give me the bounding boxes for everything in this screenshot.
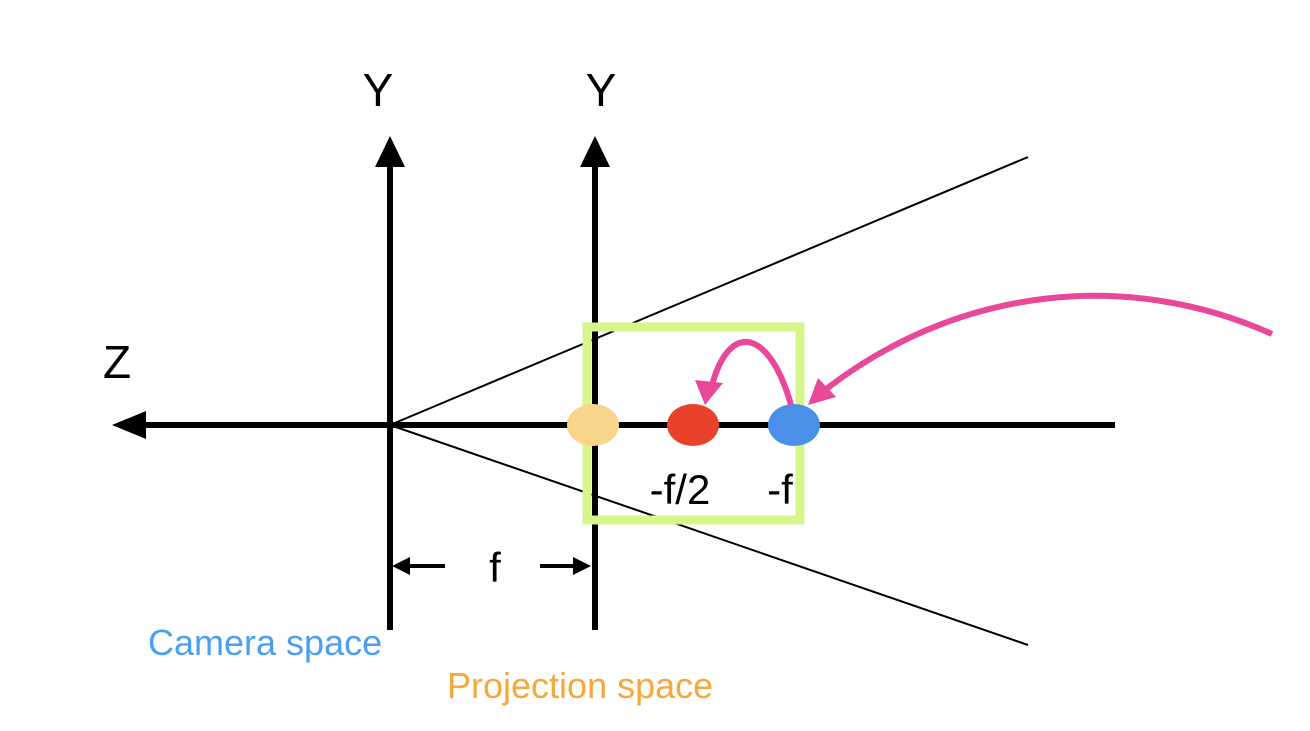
z-axis-label: Z [103, 336, 131, 388]
curved-mapping-arrow [709, 338, 794, 406]
projection-plane-point [567, 404, 619, 446]
projection-y-axis-label: Y [586, 64, 617, 116]
half-focal-point [667, 404, 719, 446]
curved-mapping-arrowhead [695, 380, 723, 405]
frustum-lower-line [389, 424, 1029, 646]
z-axis-arrowhead [112, 411, 146, 439]
focal-length-right-arrowhead [573, 557, 591, 575]
camera-space-label: Camera space [148, 622, 382, 663]
focal-length-left-arrowhead [392, 557, 410, 575]
projection-y-axis-arrowhead [580, 136, 610, 167]
focal-point [768, 404, 820, 446]
projection-space-label: Projection space [447, 665, 713, 706]
incoming-mapping-arrow [823, 292, 1274, 393]
frustum-upper-line [389, 156, 1029, 426]
camera-y-axis-label: Y [363, 64, 394, 116]
focal-length-label: f [489, 544, 501, 591]
focal-point-label: -f [767, 466, 793, 513]
camera-y-axis-arrowhead [375, 136, 405, 167]
half-focal-point-label: -f/2 [650, 466, 711, 513]
incoming-mapping-arrowhead [808, 378, 836, 405]
